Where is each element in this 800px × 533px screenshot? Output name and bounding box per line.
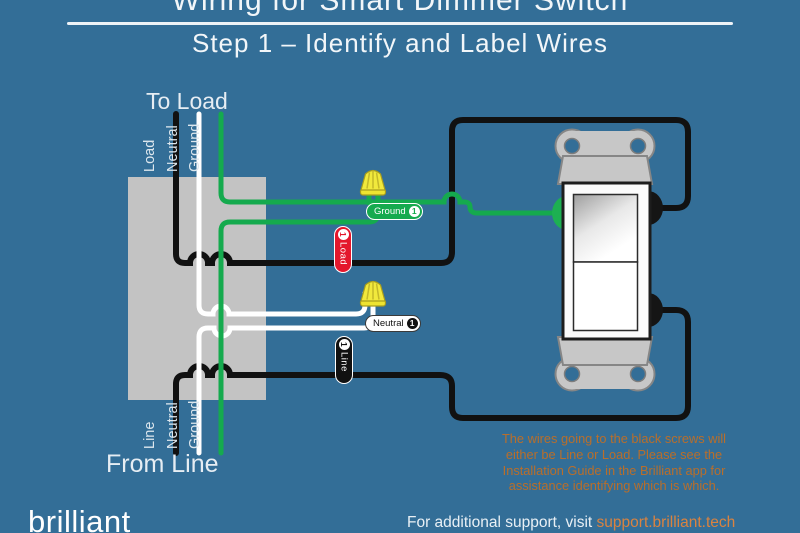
switch-rocker-lower[interactable] [572, 261, 639, 332]
switch-strap-top [554, 128, 656, 185]
bottom-wire-label-line: Line [142, 421, 158, 449]
neutral-tag: Neutral 1 [365, 315, 421, 332]
note-line-3: Installation Guide in the Brilliant app … [502, 462, 726, 478]
load-tag-number: 1 [337, 229, 349, 240]
note-line-1: The wires going to the black screws will [501, 431, 727, 446]
load-tag: 1 Load [334, 226, 352, 273]
neutral-tag-number: 1 [406, 318, 418, 329]
strap-screw-hole [629, 137, 647, 155]
top-wire-label-ground: Ground [187, 123, 203, 172]
black-screws-note: The wires going to the black screws will… [468, 431, 760, 494]
strap-screw-hole [629, 365, 647, 383]
wire-nut-ground [359, 169, 387, 196]
top-wire-label-load: Load [142, 139, 158, 172]
step-subtitle: Step 1 – Identify and Label Wires [191, 28, 608, 58]
bottom-wire-label-ground: Ground [187, 400, 203, 449]
page-title: Wiring for Smart Dimmer Switch [171, 0, 629, 17]
support-text: For additional support, visit [407, 514, 597, 531]
note-line-4: assistance identifying which is which. [508, 478, 720, 494]
top-wire-label-neutral: Neutral [165, 125, 181, 172]
wire-load-black [173, 111, 691, 266]
from-line-label: From Line [106, 450, 219, 478]
ground-tag: Ground 1 [366, 203, 423, 220]
wire-nut-neutral [359, 280, 387, 307]
strap-screw-hole [563, 365, 581, 383]
ground-tag-number: 1 [408, 206, 420, 217]
to-load-label: To Load [146, 88, 228, 114]
switch-rocker-upper[interactable] [572, 193, 639, 263]
wire-ground-top [218, 111, 559, 216]
line-tag-label: Line [338, 352, 350, 372]
line-tag: 1 Line [335, 336, 353, 384]
support-link[interactable]: support.brilliant.tech [596, 514, 736, 531]
title-divider [67, 22, 733, 25]
line-tag-number: 1 [338, 339, 350, 350]
note-line-2: either be Line or Load. Please see the [505, 446, 723, 462]
ground-tag-label: Ground [374, 206, 406, 217]
wire-line-black [173, 307, 691, 456]
brilliant-logo: brilliant [28, 504, 131, 533]
strap-screw-hole [563, 137, 581, 155]
support-line: For additional support, visit support.br… [407, 514, 735, 532]
switch-strap-bottom [554, 336, 656, 392]
load-tag-label: Load [337, 242, 349, 266]
neutral-tag-label: Neutral [373, 318, 404, 329]
bottom-wire-label-neutral: Neutral [165, 402, 181, 449]
